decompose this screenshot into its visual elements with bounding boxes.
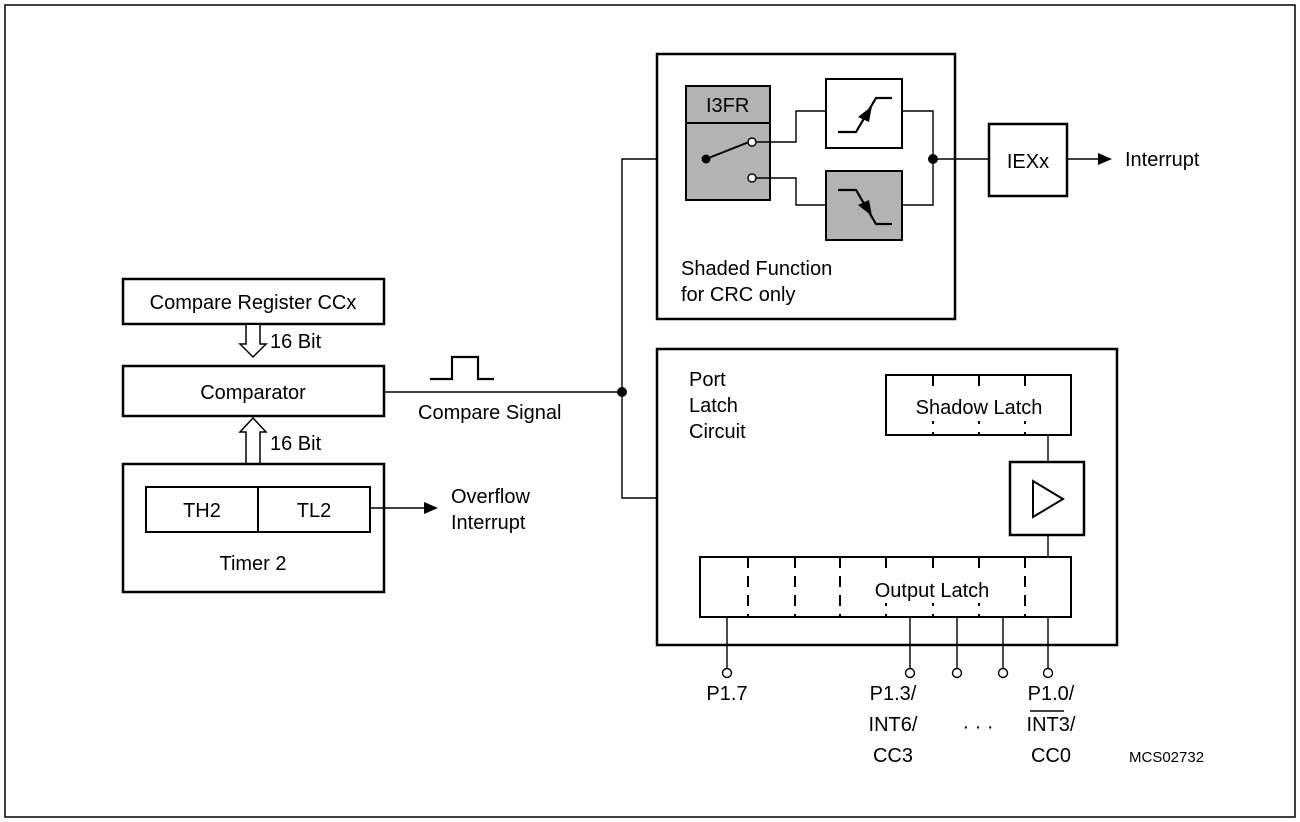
- pin-label-p10-3: CC0: [1031, 745, 1071, 767]
- pin-ellipsis: · · ·: [962, 716, 993, 738]
- pin-label-p13-2: INT6/: [869, 714, 918, 736]
- interrupt-arrowhead: [1098, 153, 1112, 165]
- compare-register-box: [121, 277, 386, 326]
- comparator-box: [121, 364, 386, 418]
- bus-arrow-up: [238, 416, 268, 463]
- pulse-waveform-icon: [430, 355, 494, 381]
- switch-lever-icon: [705, 141, 750, 160]
- wire-rising-in: [756, 110, 826, 143]
- overflow-label-2: Interrupt: [451, 512, 526, 534]
- i3fr-label: I3FR: [706, 95, 749, 117]
- port-label-3: Circuit: [689, 421, 746, 443]
- buffer-triangle-icon: [1032, 479, 1065, 519]
- switch-contact-top: [747, 137, 757, 147]
- iex-label: IEXx: [1007, 151, 1049, 173]
- wire-falling-in: [756, 177, 826, 206]
- bus-arrow-down: [238, 325, 268, 359]
- pin-label-p10-1: P1.0/: [1028, 683, 1075, 705]
- iex-flag-box: [987, 122, 1069, 198]
- port-label-1: Port: [689, 369, 726, 391]
- shaded-note-2: for CRC only: [681, 284, 795, 306]
- pin-p17: [721, 667, 733, 679]
- bit-label-top: 16 Bit: [270, 331, 322, 353]
- th2-label: TH2: [183, 500, 221, 522]
- rising-edge-arrow: [858, 106, 872, 122]
- comparator-label: Comparator: [200, 382, 306, 404]
- pin-label-p17: P1.7: [706, 683, 747, 705]
- tl2-label: TL2: [297, 500, 331, 522]
- pin-label-p13-1: P1.3/: [870, 683, 917, 705]
- overflow-arrowhead: [424, 502, 438, 514]
- pin-label-p13-3: CC3: [873, 745, 913, 767]
- output-latch-label-bg: [852, 575, 1004, 603]
- shadow-latch-label-bg: [900, 393, 1058, 421]
- compare-signal-label: Compare Signal: [418, 402, 561, 424]
- bit-label-bottom: 16 Bit: [270, 433, 322, 455]
- output-latch-label: Output Latch: [875, 580, 990, 602]
- timer2-label: Timer 2: [219, 553, 286, 575]
- overflow-label-1: Overflow: [451, 486, 530, 508]
- interrupt-label: Interrupt: [1125, 149, 1200, 171]
- figure-code: MCS02732: [1129, 749, 1204, 766]
- pin-label-p10-2: INT3/: [1027, 714, 1076, 736]
- pin-p10: [1042, 667, 1054, 679]
- shaded-note-1: Shaded Function: [681, 258, 832, 280]
- pin: [951, 667, 963, 679]
- port-label-2: Latch: [689, 395, 738, 417]
- figure-frame: [4, 4, 1296, 818]
- pin: [997, 667, 1009, 679]
- falling-edge-arrow: [858, 200, 872, 216]
- shadow-latch-label: Shadow Latch: [916, 397, 1043, 419]
- compare-register-label: Compare Register CCx: [150, 292, 357, 314]
- pin-p13: [904, 667, 916, 679]
- switch-contact-bottom: [747, 173, 757, 183]
